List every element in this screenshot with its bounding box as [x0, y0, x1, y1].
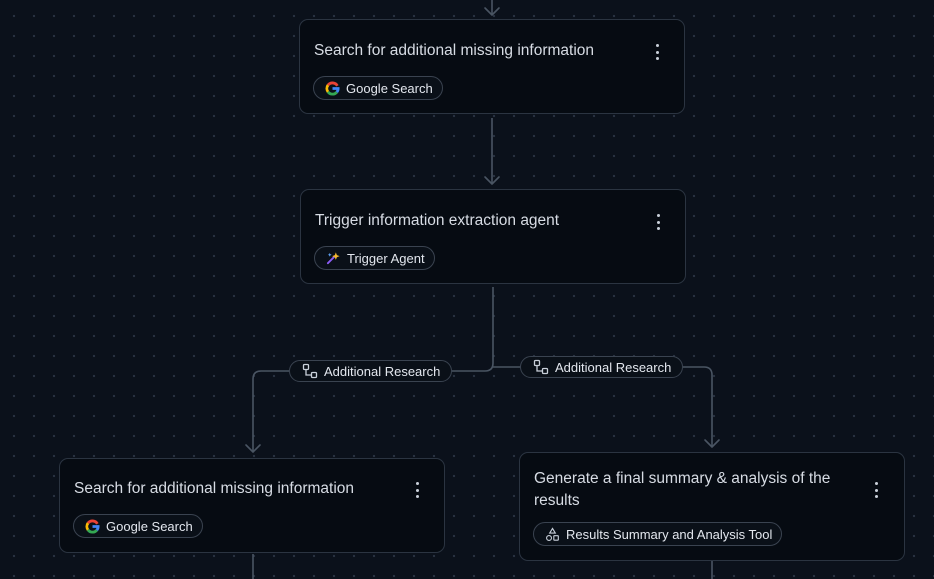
tool-chip-results-summary[interactable]: Results Summary and Analysis Tool	[533, 522, 783, 546]
google-icon	[85, 519, 100, 534]
shapes-icon	[546, 526, 559, 541]
chip-label: Google Search	[346, 80, 433, 96]
tool-chip-google-search[interactable]: Google Search	[313, 76, 443, 100]
workflow-node-search-top[interactable]: Search for additional missing informatio…	[299, 19, 685, 114]
tool-chip-google-search[interactable]: Google Search	[73, 514, 203, 538]
node-title: Generate a final summary & analysis of t…	[534, 470, 831, 509]
chip-label: Google Search	[106, 518, 193, 534]
branch-icon	[302, 363, 318, 379]
arrowhead-node2	[484, 176, 500, 185]
more-options-button[interactable]	[871, 482, 881, 498]
chip-label: Results Summary and Analysis Tool	[566, 526, 773, 542]
edge-label-text: Additional Research	[324, 363, 441, 379]
arrowhead-top	[484, 7, 500, 16]
workflow-node-trigger-agent[interactable]: Trigger information extraction agent Tri…	[300, 189, 686, 284]
chip-label: Trigger Agent	[347, 250, 425, 266]
edge-label-right[interactable]: Additional Research	[520, 356, 684, 378]
workflow-node-search-left[interactable]: Search for additional missing informatio…	[59, 458, 445, 553]
node-title: Search for additional missing informatio…	[74, 480, 354, 497]
edge-label-left[interactable]: Additional Research	[289, 360, 453, 382]
node-title: Trigger information extraction agent	[315, 212, 560, 229]
connector-node2-branch-right	[493, 366, 713, 447]
more-options-button[interactable]	[653, 214, 663, 230]
more-options-button[interactable]	[412, 482, 422, 498]
sparkle-icon	[326, 251, 340, 264]
arrowhead-node3	[245, 444, 261, 453]
edge-label-text: Additional Research	[555, 359, 672, 375]
more-options-button[interactable]	[652, 44, 662, 60]
node-title: Search for additional missing informatio…	[314, 42, 594, 59]
branch-icon	[533, 359, 549, 375]
workflow-node-summary[interactable]: Generate a final summary & analysis of t…	[519, 452, 905, 561]
google-icon	[325, 81, 340, 96]
arrowhead-node4	[704, 439, 720, 448]
tool-chip-trigger-agent[interactable]: Trigger Agent	[314, 246, 435, 270]
